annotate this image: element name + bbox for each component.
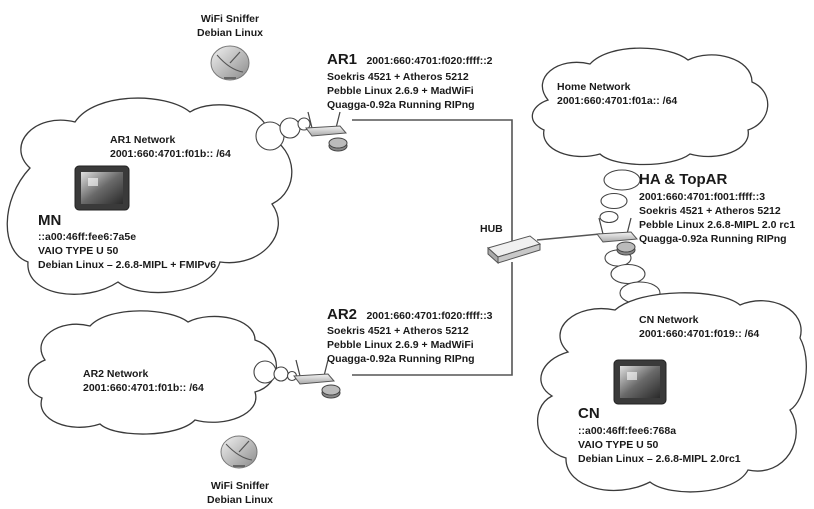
ar1-network-label: AR1 Network — [110, 134, 176, 146]
home-network-prefix: 2001:660:4701:f01a:: /64 — [557, 95, 677, 107]
cn-network-cloud — [537, 292, 807, 493]
mn-model: VAIO TYPE U 50 — [38, 245, 118, 257]
sniffer-bottom-line2: Debian Linux — [207, 494, 273, 506]
sniffer-bottom-line1: WiFi Sniffer — [211, 480, 269, 492]
mn-laptop-icon — [74, 165, 130, 211]
ar1-bubbles — [255, 117, 311, 151]
ar1-routing: Quagga-0.92a Running RIPng — [327, 99, 475, 111]
ar2-network-label: AR2 Network — [83, 368, 149, 380]
ar1-title: AR1 2001:660:4701:f020:ffff::2 — [327, 51, 493, 68]
ar1-network-prefix: 2001:660:4701:f01b:: /64 — [110, 148, 231, 160]
ha-hardware: Soekris 4521 + Atheros 5212 — [639, 205, 781, 217]
mn-os: Debian Linux – 2.6.8-MIPL + FMIPv6 — [38, 259, 216, 271]
ha-name: HA & TopAR — [639, 171, 727, 188]
sniffer-top-line1: WiFi Sniffer — [201, 13, 259, 25]
ar2-routing: Quagga-0.92a Running RIPng — [327, 353, 475, 365]
ar1-router-icon — [305, 111, 348, 152]
hub-label: HUB — [480, 223, 503, 235]
ar1-network-cloud — [6, 97, 293, 295]
mn-name: MN — [38, 212, 61, 229]
ar1-os: Pebble Linux 2.6.9 + MadWiFi — [327, 85, 474, 97]
cn-model: VAIO TYPE U 50 — [578, 439, 658, 451]
ar2-bubbles — [253, 360, 298, 384]
ar2-os: Pebble Linux 2.6.9 + MadWiFi — [327, 339, 474, 351]
ha-routing: Quagga-0.92a Running RIPng — [639, 233, 787, 245]
wired-links — [352, 119, 601, 376]
cn-name: CN — [578, 405, 600, 422]
ha-address: 2001:660:4701:f001:ffff::3 — [639, 191, 765, 203]
mn-address: ::a00:46ff:fee6:7a5e — [38, 231, 136, 243]
ar2-network-prefix: 2001:660:4701:f01b:: /64 — [83, 382, 204, 394]
wifi-sniffer-bottom-icon — [220, 435, 258, 469]
ar2-hardware: Soekris 4521 + Atheros 5212 — [327, 325, 469, 337]
home-network-cloud — [531, 47, 769, 166]
ar1-hub-link — [352, 119, 513, 243]
ar1-hardware: Soekris 4521 + Atheros 5212 — [327, 71, 469, 83]
home-network-label: Home Network — [557, 81, 631, 93]
cn-address: ::a00:46ff:fee6:768a — [578, 425, 676, 437]
ha-os: Pebble Linux 2.6.8-MIPL 2.0 rc1 — [639, 219, 795, 231]
ar2-title: AR2 2001:660:4701:f020:ffff::3 — [327, 306, 493, 323]
ha-bubbles — [599, 169, 661, 305]
ar2-network-cloud — [27, 310, 278, 435]
cn-network-prefix: 2001:660:4701:f019:: /64 — [639, 328, 759, 340]
wifi-sniffer-top-icon — [210, 45, 250, 81]
ar2-hub-link — [352, 262, 513, 376]
ha-router-icon — [596, 217, 639, 256]
hub-ha-link — [536, 233, 601, 241]
ar2-router-icon — [293, 359, 341, 399]
sniffer-top-line2: Debian Linux — [197, 27, 263, 39]
cn-network-label: CN Network — [639, 314, 699, 326]
cn-os: Debian Linux – 2.6.8-MIPL 2.0rc1 — [578, 453, 741, 465]
cn-laptop-icon — [613, 359, 667, 405]
hub-icon — [486, 235, 542, 265]
